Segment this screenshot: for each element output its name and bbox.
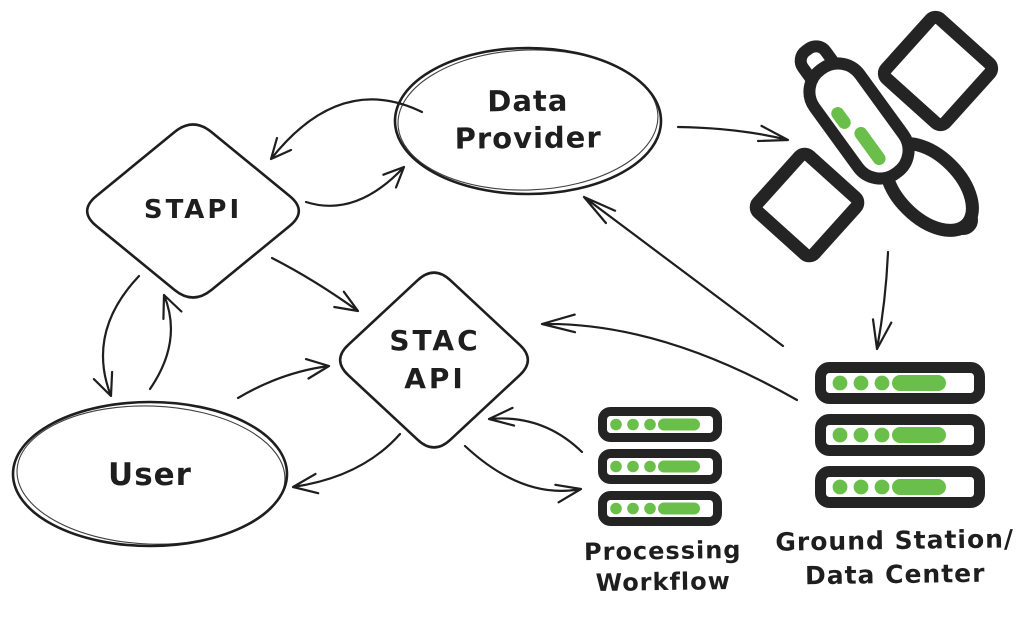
user-shape [11,400,289,548]
ground-station-server-stack-icon [815,362,985,508]
arrow-stac-api-to-processing [463,444,583,504]
arrow-stapi-to-stac-api [270,256,360,313]
arrow-stac-api-to-user [291,432,402,495]
arrow-data-provider-to-satellite [676,124,790,143]
stapi-label: STAPI [143,195,243,225]
arrow-satellite-to-ground-station [871,250,893,351]
stac-api-shape [338,271,530,449]
arrow-user-to-stac-api [236,358,331,400]
arrow-ground-station-to-stac-api [540,313,799,402]
arrow-stapi-to-user [92,274,141,398]
user-label: User [108,457,192,493]
stac-api-label: STAC API [389,324,481,395]
data-provider-shape [393,46,663,196]
arrow-stapi-to-data-provider [304,165,406,207]
arrow-data-provider-to-stapi [269,98,424,161]
arrow-ground-station-to-data-provider [582,195,785,348]
processing-server-stack-icon [598,407,722,526]
processing-workflow-label: Processing Workflow [583,535,742,597]
arrow-user-to-stapi [148,293,183,391]
data-provider-label: Data Provider [454,83,602,156]
stapi-shape [85,123,301,299]
arrow-processing-to-stac-api [487,406,584,454]
satellite-icon [749,10,999,263]
ground-station-label: Ground Station/ Data Center [775,524,1015,591]
